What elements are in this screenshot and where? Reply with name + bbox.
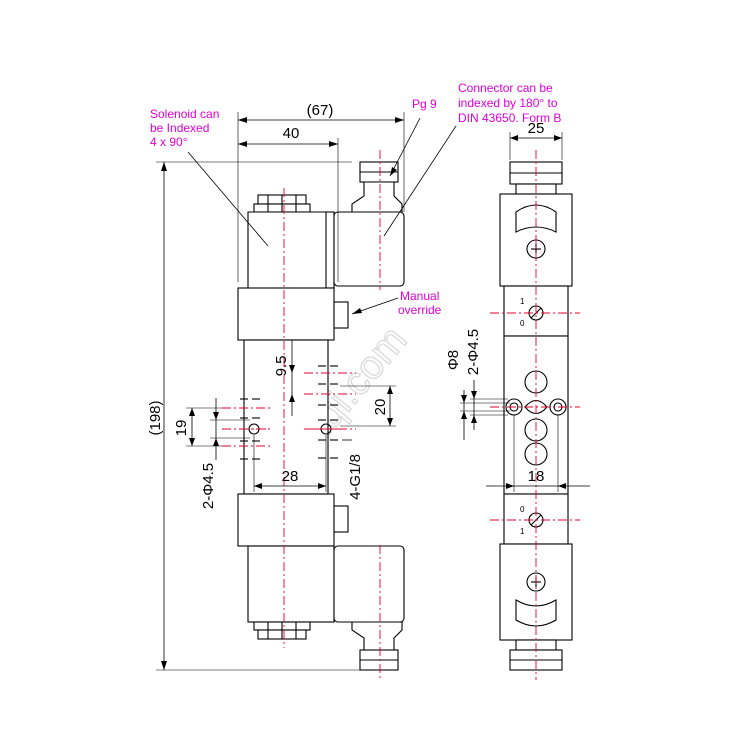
upper-manual-override-button	[333, 301, 349, 329]
callout-connector-line3: DIN 43650. Form B	[458, 111, 561, 125]
upper-connector	[333, 161, 405, 287]
upper-solenoid	[247, 194, 335, 289]
dim-port-offset-label: 9.5	[273, 356, 290, 377]
lower-manual-override-button	[333, 505, 349, 533]
lower-connector	[333, 545, 405, 671]
upper-connector-body	[333, 211, 405, 287]
callout-override-line1: Manual	[400, 289, 439, 303]
dim-port-offset: 9.5	[273, 340, 295, 416]
override-bottom-label-0: 0	[520, 505, 525, 514]
dim-mount-hole-spacing: 28	[253, 435, 327, 492]
dim-side-width-label: 25	[528, 120, 545, 137]
dim-side-port-dia-label: Φ8	[445, 350, 462, 370]
dim-side-port-spacing: 18	[486, 415, 590, 492]
dim-side-port-spacing-label: 18	[528, 468, 545, 485]
leader-connector	[383, 125, 457, 237]
callout-connector-indexed: Connector can be indexed by 180° to DIN …	[458, 81, 561, 125]
side-lower-screw	[526, 572, 546, 592]
dim-side-width: 25	[509, 120, 563, 160]
dim-port-pitch-b-label: 20	[372, 399, 389, 416]
override-bottom-label-1: 1	[520, 527, 525, 536]
lower-coil	[247, 545, 335, 623]
dim-body-width-label: 40	[283, 125, 300, 142]
callout-manual-override: Manual override	[398, 289, 442, 317]
dim-mount-holes-side: 2-Φ4.5	[460, 329, 510, 440]
side-view: 1 0 0 1	[445, 120, 590, 680]
override-top-label-1: 1	[520, 297, 525, 306]
valve-body	[237, 287, 349, 547]
dim-mount-holes-front: 2-Φ4.5	[200, 398, 250, 509]
ports-thread-label: 4-G1/8	[347, 454, 364, 500]
callout-solenoid-line2: be Indexed	[150, 121, 209, 135]
dim-overall-height: (198)	[147, 161, 360, 671]
leader-solenoid	[187, 151, 269, 247]
dim-mount-holes-side-label: 2-Φ4.5	[465, 329, 482, 375]
dim-port-pitch-b: 20	[340, 385, 396, 427]
lower-end-cap	[237, 493, 335, 547]
dim-overall-width: (67)	[237, 102, 405, 282]
dim-mount-holes-front-label: 2-Φ4.5	[200, 463, 217, 509]
dim-overall-width-label: (67)	[307, 102, 334, 119]
callout-solenoid-indexed: Solenoid can be Indexed 4 x 90°	[150, 107, 219, 149]
center-body	[243, 339, 329, 495]
leader-pg9	[389, 117, 421, 177]
callout-pg9: Pg 9	[412, 97, 437, 111]
callout-solenoid-line3: 4 x 90°	[150, 135, 188, 149]
override-top-label-0: 0	[520, 319, 525, 328]
upper-end-cap	[237, 287, 335, 341]
lower-connector-body	[333, 545, 405, 623]
upper-coil	[247, 211, 335, 289]
callout-connector-line1: Connector can be	[458, 81, 553, 95]
dim-mount-hole-spacing-label: 28	[282, 468, 299, 485]
front-port-marks	[240, 365, 338, 460]
lower-solenoid	[247, 545, 335, 640]
dim-port-pitch-a-label: 19	[173, 420, 190, 437]
callout-override-line2: override	[398, 303, 442, 317]
dim-body-width: 40	[238, 125, 339, 282]
dim-overall-height-label: (198)	[147, 400, 164, 435]
callout-solenoid-line1: Solenoid can	[150, 107, 219, 121]
callout-connector-line2: indexed by 180° to	[458, 96, 558, 110]
front-view: (67) 40 (198) 19	[147, 81, 561, 680]
dim-side-port-dia: Φ8	[445, 350, 508, 430]
